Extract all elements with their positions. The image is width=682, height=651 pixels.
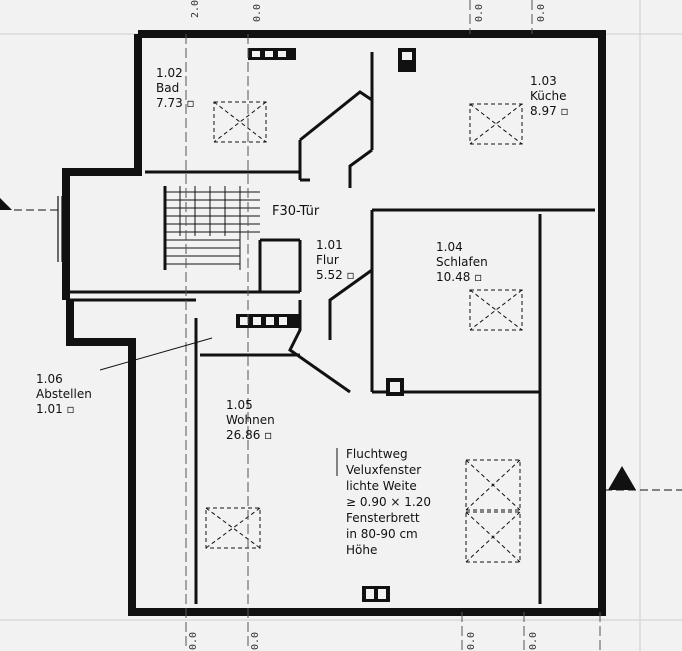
note-line-6: in 80-90 cm <box>346 527 418 541</box>
slope-lines <box>185 0 601 651</box>
dim-bottom-1: 0.0 <box>188 631 199 650</box>
room-wohnen-number: 1.05 <box>226 398 253 412</box>
room-schlafen-name: Schlafen <box>436 255 488 269</box>
room-bad-label: 1.02 Bad 7.73 ▫ <box>156 66 195 111</box>
room-abstellen-number: 1.06 <box>36 372 63 386</box>
dim-top-3: 0.0 <box>474 3 485 22</box>
section-markers <box>0 198 682 491</box>
note-line-2: Veluxfenster <box>346 463 422 477</box>
dim-bottom-3: 0.0 <box>466 631 477 650</box>
vent-holes <box>240 51 412 599</box>
dim-top-4: 0.0 <box>536 3 547 22</box>
room-flur-label: 1.01 Flur 5.52 ▫ <box>316 238 355 283</box>
note-line-1: Fluchtweg <box>346 447 408 461</box>
room-schlafen-area: 10.48 ▫ <box>436 270 483 284</box>
note-line-5: Fensterbrett <box>346 511 420 525</box>
room-abstellen-area: 1.01 ▫ <box>36 402 75 416</box>
room-abstellen-name: Abstellen <box>36 387 92 401</box>
escape-route-note: Fluchtweg Veluxfenster lichte Weite ≥ 0.… <box>346 446 431 558</box>
room-kueche-name: Küche <box>530 89 567 103</box>
interior-walls <box>70 52 595 604</box>
room-wohnen-name: Wohnen <box>226 413 275 427</box>
note-line-7: Höhe <box>346 543 378 557</box>
fire-door-label: F30-Tür <box>272 204 320 219</box>
outer-walls <box>62 30 606 616</box>
dim-bottom-4: 0.0 <box>528 631 539 650</box>
room-wohnen-label: 1.05 Wohnen 26.86 ▫ <box>226 398 275 443</box>
dim-bottom-2: 0.0 <box>250 631 261 650</box>
room-flur-area: 5.52 ▫ <box>316 268 355 282</box>
room-flur-number: 1.01 <box>316 238 343 252</box>
dim-top-1: 2.0 <box>190 0 201 18</box>
room-schlafen-label: 1.04 Schlafen 10.48 ▫ <box>436 240 488 285</box>
staircase <box>165 186 260 270</box>
room-kueche-label: 1.03 Küche 8.97 ▫ <box>530 74 569 119</box>
dim-top-2: 0.0 <box>252 3 263 22</box>
roof-windows <box>205 101 523 563</box>
room-kueche-area: 8.97 ▫ <box>530 104 569 118</box>
room-wohnen-area: 26.86 ▫ <box>226 428 273 442</box>
room-flur-name: Flur <box>316 253 339 267</box>
abstellen-pointer <box>99 337 213 371</box>
room-schlafen-number: 1.04 <box>436 240 463 254</box>
note-line-4: ≥ 0.90 × 1.20 <box>346 495 431 509</box>
note-line-3: lichte Weite <box>346 479 417 493</box>
room-bad-area: 7.73 ▫ <box>156 96 195 110</box>
left-window <box>57 196 63 262</box>
room-abstellen-label: 1.06 Abstellen 1.01 ▫ <box>36 372 92 417</box>
room-kueche-number: 1.03 <box>530 74 557 88</box>
room-bad-number: 1.02 <box>156 66 183 80</box>
room-bad-name: Bad <box>156 81 180 95</box>
